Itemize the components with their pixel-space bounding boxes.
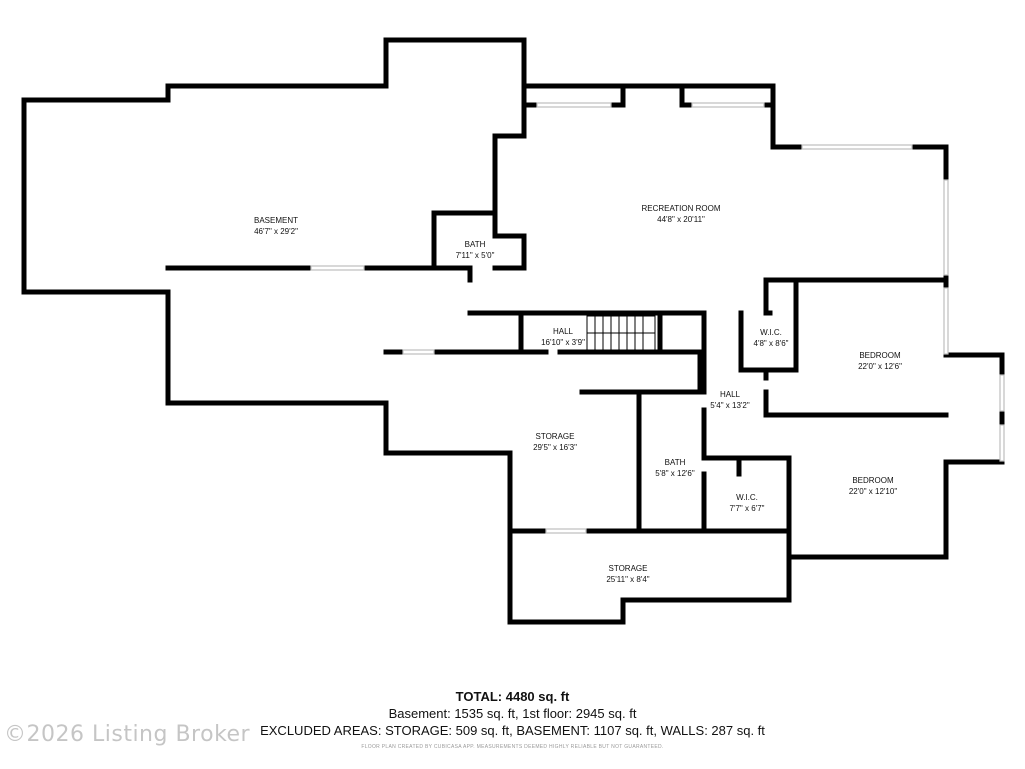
room-dims-bath1: 7'11" x 5'0" [456, 251, 495, 260]
room-dims-basement: 46'7" x 29'2" [254, 227, 298, 236]
room-name-bath2: BATH [665, 458, 686, 467]
room-name-storage1: STORAGE [536, 432, 575, 441]
listing-broker-watermark: ©2026 Listing Broker [4, 722, 251, 747]
room-dims-hall1: 16'10" x 3'9" [541, 338, 585, 347]
floor-areas: Basement: 1535 sq. ft, 1st floor: 2945 s… [388, 706, 637, 721]
floor-plan: BASEMENT 46'7" x 29'2" RECREATION ROOM 4… [21, 37, 1005, 625]
excluded-areas: EXCLUDED AREAS: STORAGE: 509 sq. ft, BAS… [260, 723, 765, 738]
windows [310, 102, 1005, 534]
room-dims-bedroom2: 22'0" x 12'10" [849, 487, 897, 496]
room-dims-hall2: 5'4" x 13'2" [710, 401, 750, 410]
stairs [586, 315, 656, 353]
room-name-hall1: HALL [553, 327, 574, 336]
room-name-hall2: HALL [720, 390, 741, 399]
interior-walls [165, 83, 949, 560]
room-name-storage2: STORAGE [609, 564, 648, 573]
total-area: TOTAL: 4480 sq. ft [455, 689, 570, 704]
room-dims-bath2: 5'8" x 12'6" [655, 469, 695, 478]
room-dims-storage2: 25'11" x 8'4" [606, 575, 649, 584]
disclaimer-text: FLOOR PLAN CREATED BY CUBICASA APP. MEAS… [361, 744, 664, 750]
room-name-bedroom1: BEDROOM [859, 351, 901, 360]
room-name-bath1: BATH [465, 240, 486, 249]
room-name-basement: BASEMENT [254, 216, 298, 225]
room-dims-wic1: 4'8" x 8'6" [754, 339, 789, 348]
room-name-bedroom2: BEDROOM [852, 476, 894, 485]
room-name-recreation: RECREATION ROOM [642, 204, 721, 213]
room-dims-wic2: 7'7" x 6'7" [730, 504, 765, 513]
room-name-wic2: W.I.C. [736, 493, 758, 502]
room-dims-storage1: 29'5" x 16'3" [533, 443, 577, 452]
room-name-wic1: W.I.C. [760, 328, 782, 337]
area-totals: TOTAL: 4480 sq. ft Basement: 1535 sq. ft… [0, 688, 1025, 739]
room-dims-recreation: 44'8" x 20'11" [657, 215, 705, 224]
room-labels: BASEMENT 46'7" x 29'2" RECREATION ROOM 4… [254, 204, 902, 584]
room-dims-bedroom1: 22'0" x 12'6" [858, 362, 902, 371]
outer-walls [21, 37, 1005, 625]
